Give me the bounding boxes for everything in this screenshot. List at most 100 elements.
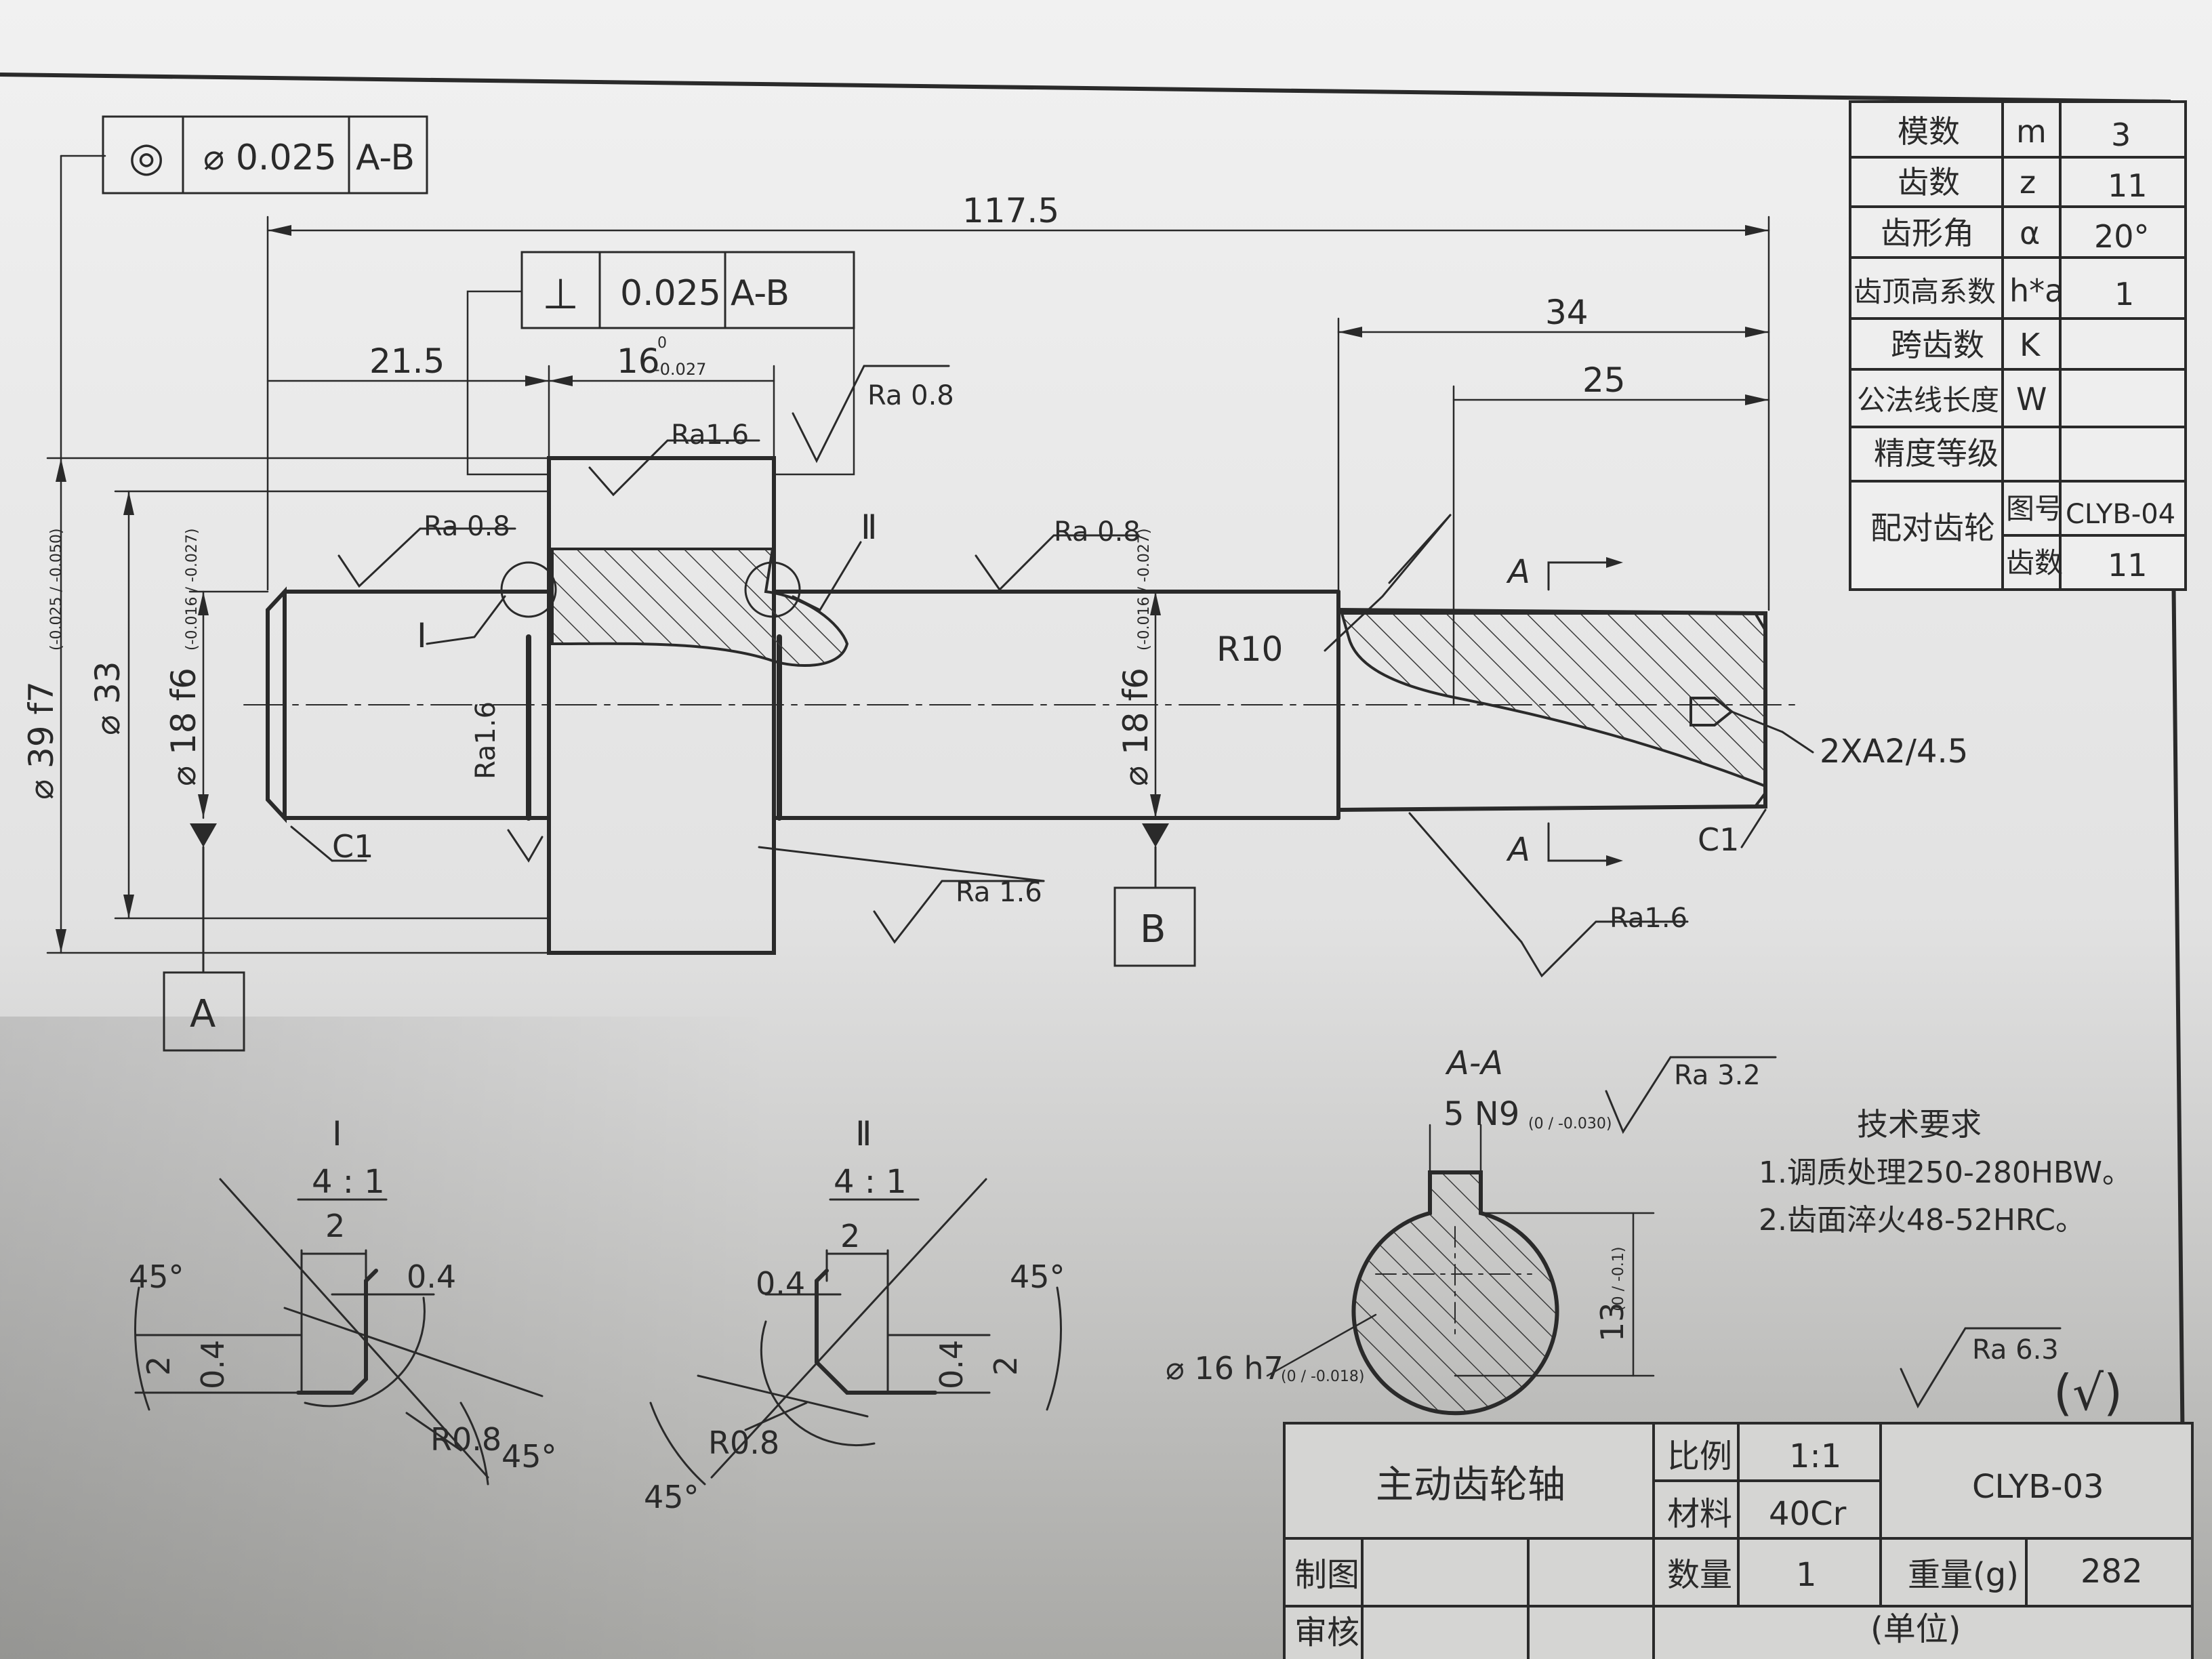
detail-i-h04: 0.4: [194, 1340, 231, 1389]
datum-a-box: [163, 971, 245, 1052]
mate-teeth-value: 11: [2108, 547, 2148, 583]
gear-table: 模数 m 3 齿数 z 11 齿形角 α 20° 齿顶高系数 h*a 1 跨齿数…: [1853, 113, 2175, 583]
datum-b-box: [1113, 886, 1196, 967]
detail-i-radius: R0.8: [430, 1421, 501, 1458]
dim-16: 16: [617, 342, 660, 381]
detail-ii-label: Ⅱ: [855, 1114, 872, 1153]
gear-row-val: 11: [2108, 167, 2148, 204]
detail-ii: [649, 1178, 1063, 1486]
center-hole: [1689, 697, 1734, 726]
detail-i-w04: 0.4: [407, 1258, 456, 1295]
runout-symbol: ◎: [129, 134, 164, 181]
qty-label: 数量: [1667, 1556, 1732, 1594]
detail-ii-angle2: 45°: [644, 1479, 699, 1515]
gear-row-name: 模数: [1898, 113, 1960, 150]
detail-ii-scale: 4 : 1: [834, 1163, 907, 1201]
dim-phi18-left-tol: (-0.016 / -0.027): [184, 529, 201, 651]
chamfer-right: C1: [1698, 821, 1739, 858]
section-title: A-A: [1445, 1044, 1503, 1082]
dim-16-tol-up: 0: [657, 335, 667, 352]
detail-i-angle1: 45°: [129, 1258, 184, 1295]
ra-left-journal: Ra 0.8: [424, 511, 510, 542]
material-label: 材料: [1667, 1495, 1732, 1533]
section-dia-tol: (0 / -0.018): [1281, 1368, 1364, 1385]
tech-title: 技术要求: [1857, 1106, 1982, 1143]
dim-phi39: ⌀ 39 f7: [22, 681, 61, 800]
detail-i-angle2: 45°: [501, 1438, 557, 1475]
title-block-grid: [1283, 1422, 2194, 1659]
detail-ii-angle1: 45°: [1010, 1258, 1065, 1295]
datum-b-label: B: [1140, 907, 1166, 951]
gear-row-name: 齿数: [1898, 164, 1960, 201]
unit-label: (单位): [1870, 1610, 1961, 1648]
drawn-label: 制图: [1294, 1556, 1359, 1594]
roughness-symbols: [290, 365, 2062, 1409]
scale-value: 1:1: [1789, 1437, 1841, 1475]
shaft-outline: [266, 456, 1767, 955]
dim-phi18-mid: ⌀ 18 f6: [1116, 668, 1155, 786]
gear-table-grid: [1849, 100, 2187, 591]
section-mark-bottom: A: [1506, 831, 1530, 869]
section-depth: 13: [1594, 1302, 1631, 1342]
detail-i-marker: Ⅰ: [417, 616, 427, 655]
gear-row-sym: K: [2020, 327, 2041, 363]
perp-symbol: ⊥: [542, 269, 579, 319]
section-depth-tol: (0 / -0.1): [1610, 1247, 1627, 1312]
dim-phi18-mid-tol: (-0.016 / -0.027): [1136, 529, 1153, 651]
arrowheads: [56, 225, 1769, 953]
dim-phi18-left: ⌀ 18 f6: [164, 668, 203, 786]
dim-phi39-tol: (-0.025 / -0.050): [48, 529, 65, 651]
detail-i-circle: [500, 561, 557, 618]
gear-row-name: 跨齿数: [1891, 327, 1984, 363]
section-key: 5 N9: [1443, 1095, 1519, 1133]
detail-i-scale: 4 : 1: [312, 1163, 385, 1201]
ra-gear-top: Ra1.6: [671, 419, 749, 451]
dim-16-tol-lo: -0.027: [654, 360, 706, 379]
section-key-tol: (0 / -0.030): [1528, 1115, 1612, 1132]
section-mark-top: A: [1506, 553, 1530, 591]
center-hole-note: 2XA2/4.5: [1820, 733, 1968, 771]
gear-row-val: 20°: [2094, 218, 2150, 255]
tech-item-1: 1.调质处理250-280HBW。: [1759, 1155, 2132, 1190]
detail-ii-marker: Ⅱ: [861, 508, 878, 547]
ra-middle: Ra 0.8: [1054, 516, 1141, 548]
gear-row-val: 3: [2111, 117, 2131, 153]
gear-row-sym: m: [2016, 113, 2047, 150]
detail-ii-radius: R0.8: [708, 1425, 779, 1461]
ra-gear-face-left: Ra1.6: [470, 701, 501, 779]
detail-ii-w2: 2: [840, 1218, 860, 1254]
detail-ii-w04: 0.4: [756, 1265, 805, 1302]
detail-ii-h2: 2: [987, 1356, 1024, 1376]
detail-i-label: Ⅰ: [332, 1114, 342, 1153]
gear-row-name: 齿形角: [1881, 215, 1974, 251]
ra-end: Ra1.6: [1610, 903, 1687, 934]
perp-value: 0.025: [620, 273, 721, 314]
ra-keyway: Ra 3.2: [1674, 1060, 1761, 1091]
gear-row-name: 齿顶高系数: [1853, 275, 1996, 308]
material-value: 40Cr: [1769, 1495, 1847, 1533]
section-dia: ⌀ 16 h7: [1166, 1350, 1284, 1387]
mate-drawing-value: CLYB-04: [2066, 499, 2175, 530]
section-markers: [1547, 561, 1607, 862]
detail-i-w2: 2: [325, 1208, 345, 1244]
runout-datum: A-B: [356, 138, 415, 178]
detail-i-h2: 2: [140, 1356, 177, 1376]
perp-frame: [520, 251, 855, 329]
gear-section-hatch: [551, 548, 849, 668]
weight-label: 重量(g): [1908, 1556, 2019, 1594]
dimension-lines: [46, 155, 1770, 954]
detail-ii-circle: [744, 561, 801, 618]
gear-row-name: 精度等级: [1874, 435, 1999, 472]
dim-21-5: 21.5: [369, 342, 445, 381]
mate-drawing-label: 图号: [2006, 492, 2063, 525]
gear-row-sym: z: [2020, 164, 2036, 201]
end-section-hatch: [1340, 612, 1767, 788]
gear-row-val: 1: [2114, 276, 2134, 312]
dim-r10: R10: [1216, 630, 1283, 669]
ra-general: Ra 6.3: [1972, 1334, 2059, 1366]
title-block: 主动齿轮轴 比例 1:1 材料 40Cr CLYB-03 制图 审核 数量 1 …: [1294, 1437, 2143, 1652]
ra-general-mark: (√): [2053, 1364, 2123, 1421]
mate-teeth-label: 齿数: [2006, 546, 2063, 579]
tech-item-2: 2.齿面淬火48-52HRC。: [1759, 1203, 2085, 1237]
